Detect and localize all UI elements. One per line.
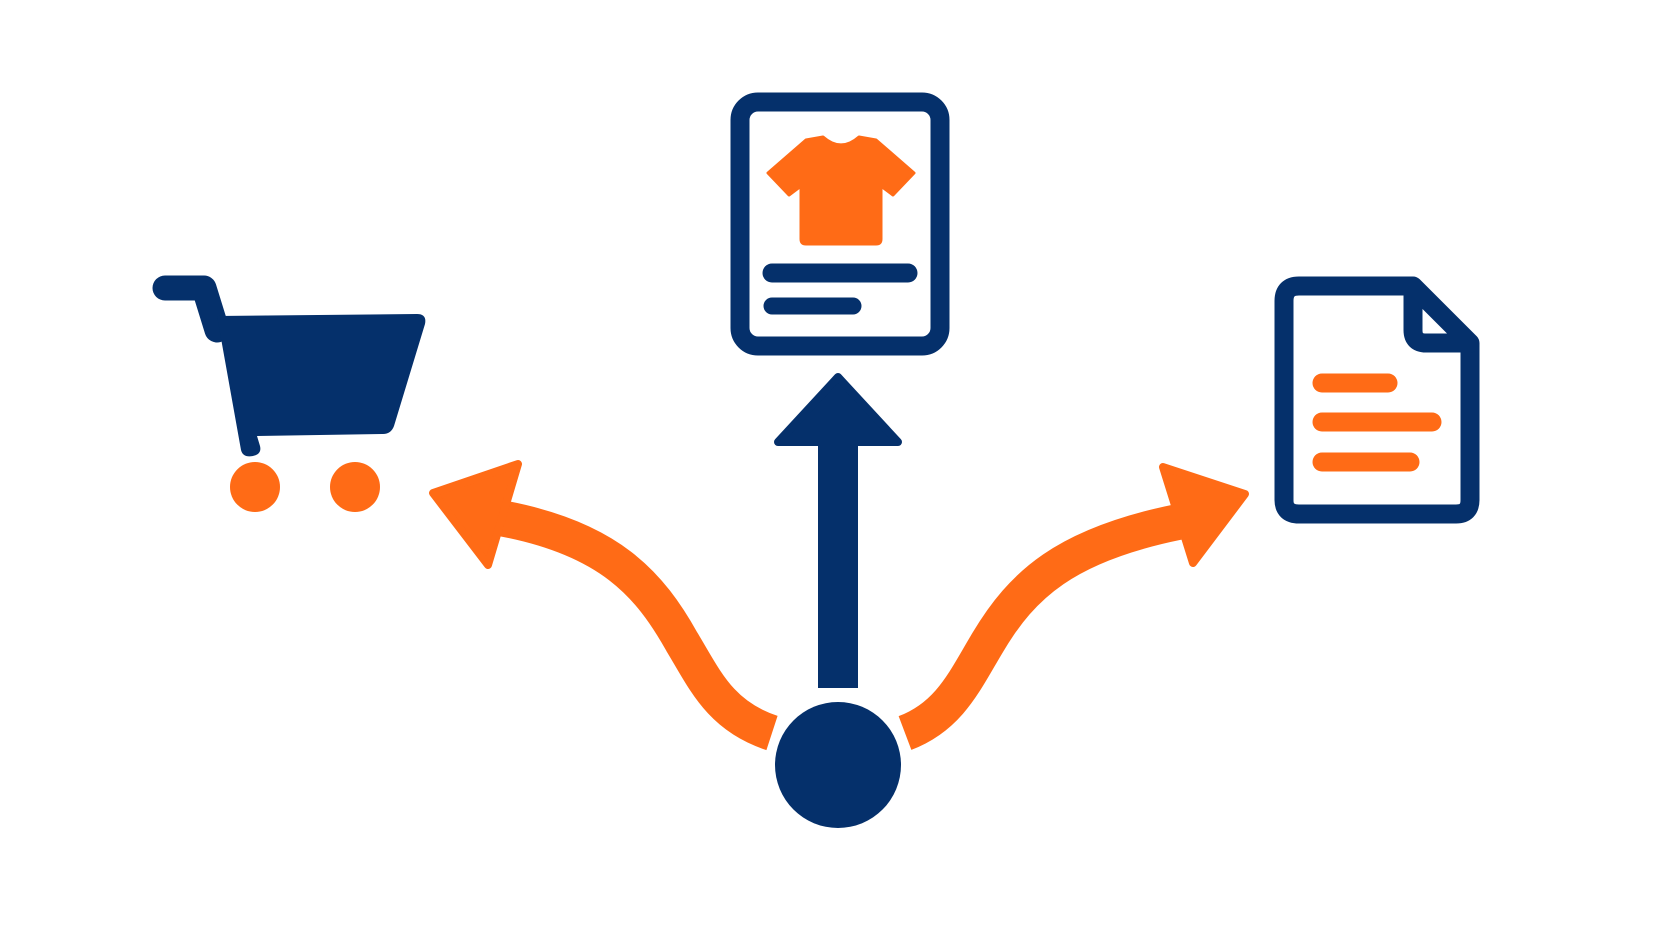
arrow-to-document (897, 463, 1249, 750)
arrow-to-product-shaft (818, 430, 858, 688)
product-card-frame (730, 92, 950, 356)
cart-wheel-left (230, 462, 280, 512)
cart-basket (217, 314, 426, 457)
arrow-to-document-head (1159, 463, 1249, 567)
arrow-to-cart-shaft (496, 500, 779, 751)
shopping-cart-icon (152, 275, 426, 512)
cart-handle (152, 275, 230, 343)
document-fold (1403, 276, 1480, 353)
arrow-to-cart (429, 460, 779, 751)
t-shirt-icon (766, 135, 916, 246)
product-card-icon (730, 92, 950, 356)
document-icon (1274, 276, 1480, 524)
arrow-to-document-shaft (897, 504, 1182, 750)
arrow-to-product (774, 373, 902, 688)
arrow-to-cart-head (429, 460, 522, 569)
document-outline (1274, 276, 1480, 524)
origin-node-fill (775, 702, 901, 828)
cart-wheel-right (330, 462, 380, 512)
arrow-to-product-head (774, 373, 902, 446)
